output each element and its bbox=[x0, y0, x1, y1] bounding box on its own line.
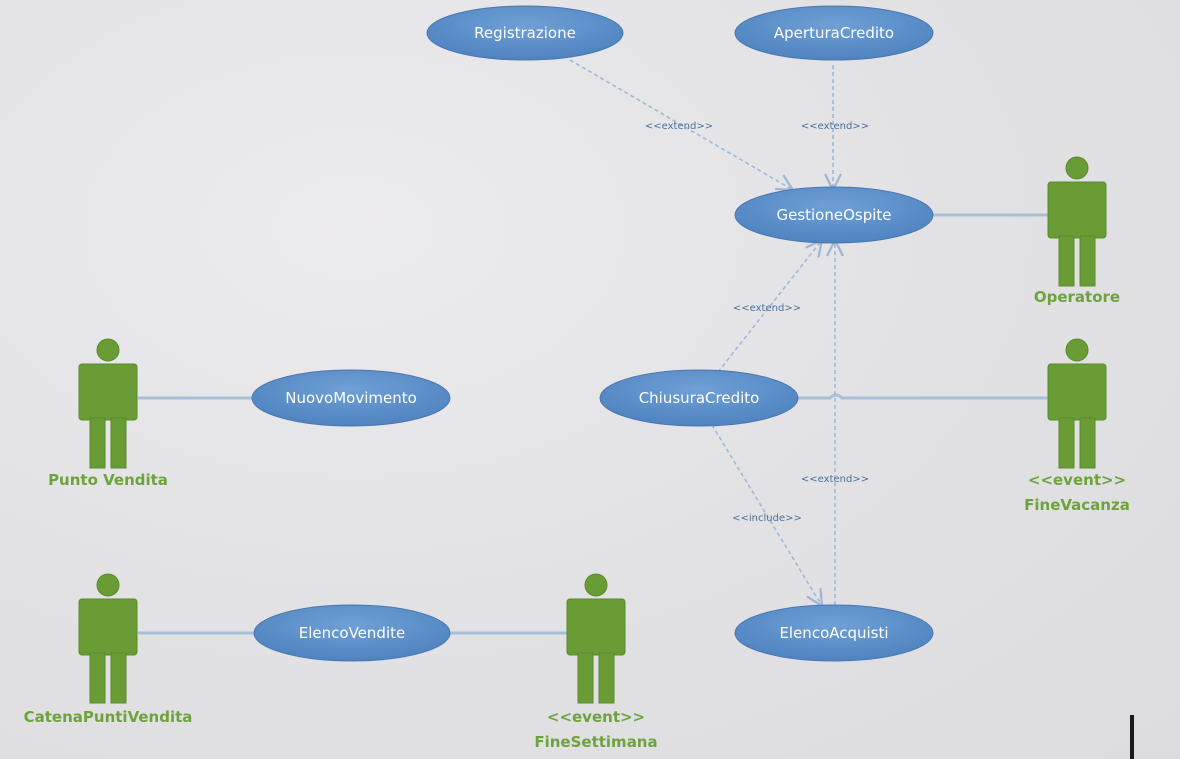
use-case-elenco-acquisti[interactable]: ElencoAcquisti bbox=[734, 604, 934, 662]
actor-name: FineSettimana bbox=[534, 733, 657, 751]
actor-fine-settimana[interactable]: <<event>> FineSettimana bbox=[534, 573, 658, 751]
label-include-acquisti: <<include>> bbox=[732, 513, 802, 524]
label-extend-registrazione: <<extend>> bbox=[645, 121, 713, 132]
actor-name: CatenaPuntiVendita bbox=[24, 708, 193, 726]
use-case-label: ChiusuraCredito bbox=[639, 389, 760, 407]
use-case-elenco-vendite[interactable]: ElencoVendite bbox=[253, 604, 451, 662]
use-case-registrazione[interactable]: Registrazione bbox=[426, 5, 624, 61]
dependencies bbox=[569, 59, 835, 606]
actor-stereotype: <<event>> bbox=[1028, 471, 1126, 489]
include-acquisti-arrow bbox=[711, 424, 822, 606]
association-chiusura-fine-vacanza bbox=[797, 393, 1050, 400]
use-case-label: NuovoMovimento bbox=[285, 389, 417, 407]
use-case-label: ElencoAcquisti bbox=[779, 624, 888, 642]
actor-operatore[interactable]: Operatore bbox=[1034, 156, 1120, 306]
use-case-label: ElencoVendite bbox=[299, 624, 405, 642]
actor-name: Punto Vendita bbox=[48, 471, 168, 489]
use-case-label: GestioneOspite bbox=[776, 206, 891, 224]
label-extend-chiusura: <<extend>> bbox=[733, 303, 801, 314]
use-case-nuovo-movimento[interactable]: NuovoMovimento bbox=[251, 369, 451, 427]
use-case-label: AperturaCredito bbox=[774, 24, 894, 42]
use-case-gestione-ospite[interactable]: GestioneOspite bbox=[734, 186, 934, 244]
extend-registrazione-arrow bbox=[569, 59, 793, 190]
actor-stereotype: <<event>> bbox=[547, 708, 645, 726]
use-case-apertura-credito[interactable]: AperturaCredito bbox=[734, 5, 934, 61]
label-extend-acquisti: <<extend>> bbox=[801, 474, 869, 485]
use-case-label: Registrazione bbox=[474, 24, 576, 42]
use-case-chiusura-credito[interactable]: ChiusuraCredito bbox=[599, 369, 799, 427]
actor-punto-vendita[interactable]: Punto Vendita bbox=[48, 338, 168, 489]
text-cursor bbox=[1130, 715, 1134, 759]
actor-fine-vacanza[interactable]: <<event>> FineVacanza bbox=[1024, 338, 1130, 514]
actor-catena-punti-vendita[interactable]: CatenaPuntiVendita bbox=[24, 573, 193, 726]
extend-chiusura-arrow bbox=[717, 240, 822, 373]
actor-name: Operatore bbox=[1034, 288, 1120, 306]
label-extend-apertura: <<extend>> bbox=[801, 121, 869, 132]
associations bbox=[138, 213, 1050, 635]
actor-name: FineVacanza bbox=[1024, 496, 1130, 514]
